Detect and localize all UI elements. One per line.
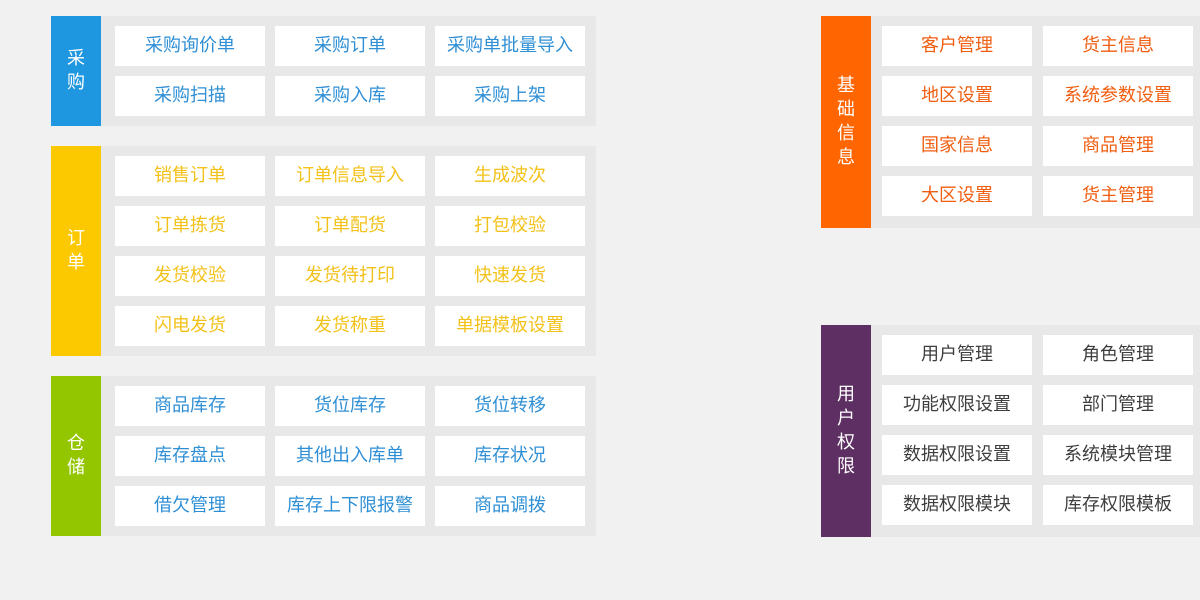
- borrow-management-button[interactable]: 借欠管理: [115, 486, 265, 526]
- purchase-scan-button[interactable]: 采购扫描: [115, 76, 265, 116]
- role-management-button[interactable]: 角色管理: [1043, 335, 1193, 375]
- function-permission-button[interactable]: 功能权限设置: [882, 385, 1032, 425]
- system-params-button[interactable]: 系统参数设置: [1043, 76, 1193, 116]
- purchase-order-button[interactable]: 采购订单: [275, 26, 425, 66]
- customer-management-button[interactable]: 客户管理: [882, 26, 1032, 66]
- user-permission-menu-panel: 用户管理 角色管理 功能权限设置 部门管理 数据权限设置 系统模块管理 数据权限…: [871, 325, 1200, 537]
- inventory-limit-alarm-button[interactable]: 库存上下限报警: [275, 486, 425, 526]
- shipping-print-pending-button[interactable]: 发货待打印: [275, 256, 425, 296]
- storage-group: 仓储 商品库存 货位库存 货位转移 库存盘点 其他出入库单 库存状况 借欠管理 …: [51, 376, 596, 536]
- owner-info-button[interactable]: 货主信息: [1043, 26, 1193, 66]
- order-distribution-button[interactable]: 订单配货: [275, 206, 425, 246]
- purchase-inquiry-button[interactable]: 采购询价单: [115, 26, 265, 66]
- quick-ship-button[interactable]: 快速发货: [435, 256, 585, 296]
- purchase-menu-panel: 采购询价单 采购订单 采购单批量导入 采购扫描 采购入库 采购上架: [101, 16, 596, 126]
- purchase-group: 采购 采购询价单 采购订单 采购单批量导入 采购扫描 采购入库 采购上架: [51, 16, 596, 126]
- system-module-management-button[interactable]: 系统模块管理: [1043, 435, 1193, 475]
- purchase-batch-import-button[interactable]: 采购单批量导入: [435, 26, 585, 66]
- sales-order-button[interactable]: 销售订单: [115, 156, 265, 196]
- location-transfer-button[interactable]: 货位转移: [435, 386, 585, 426]
- product-management-button[interactable]: 商品管理: [1043, 126, 1193, 166]
- order-menu-panel: 销售订单 订单信息导入 生成波次 订单拣货 订单配货 打包校验 发货校验 发货待…: [101, 146, 596, 356]
- inventory-permission-template-button[interactable]: 库存权限模板: [1043, 485, 1193, 525]
- product-inventory-button[interactable]: 商品库存: [115, 386, 265, 426]
- storage-category-label: 仓储: [51, 376, 101, 536]
- order-picking-button[interactable]: 订单拣货: [115, 206, 265, 246]
- document-template-button[interactable]: 单据模板设置: [435, 306, 585, 346]
- order-category-label: 订单: [51, 146, 101, 356]
- shipping-check-button[interactable]: 发货校验: [115, 256, 265, 296]
- purchase-category-label: 采购: [51, 16, 101, 126]
- data-permission-settings-button[interactable]: 数据权限设置: [882, 435, 1032, 475]
- stocktaking-button[interactable]: 库存盘点: [115, 436, 265, 476]
- location-inventory-button[interactable]: 货位库存: [275, 386, 425, 426]
- purchase-shelving-button[interactable]: 采购上架: [435, 76, 585, 116]
- user-permission-category-label: 用户权限: [821, 325, 871, 537]
- order-group: 订单 销售订单 订单信息导入 生成波次 订单拣货 订单配货 打包校验 发货校验 …: [51, 146, 596, 356]
- user-management-button[interactable]: 用户管理: [882, 335, 1032, 375]
- storage-menu-panel: 商品库存 货位库存 货位转移 库存盘点 其他出入库单 库存状况 借欠管理 库存上…: [101, 376, 596, 536]
- pack-check-button[interactable]: 打包校验: [435, 206, 585, 246]
- department-management-button[interactable]: 部门管理: [1043, 385, 1193, 425]
- owner-management-button[interactable]: 货主管理: [1043, 176, 1193, 216]
- data-permission-module-button[interactable]: 数据权限模块: [882, 485, 1032, 525]
- flash-ship-button[interactable]: 闪电发货: [115, 306, 265, 346]
- user-permission-group: 用户权限 用户管理 角色管理 功能权限设置 部门管理 数据权限设置 系统模块管理…: [821, 325, 1200, 537]
- basic-info-menu-panel: 客户管理 货主信息 地区设置 系统参数设置 国家信息 商品管理 大区设置 货主管…: [871, 16, 1200, 228]
- other-in-out-button[interactable]: 其他出入库单: [275, 436, 425, 476]
- purchase-inbound-button[interactable]: 采购入库: [275, 76, 425, 116]
- inventory-status-button[interactable]: 库存状况: [435, 436, 585, 476]
- country-info-button[interactable]: 国家信息: [882, 126, 1032, 166]
- generate-wave-button[interactable]: 生成波次: [435, 156, 585, 196]
- basic-info-group: 基础信息 客户管理 货主信息 地区设置 系统参数设置 国家信息 商品管理 大区设…: [821, 16, 1200, 228]
- ship-weighing-button[interactable]: 发货称重: [275, 306, 425, 346]
- area-settings-button[interactable]: 大区设置: [882, 176, 1032, 216]
- product-transfer-button[interactable]: 商品调拨: [435, 486, 585, 526]
- order-import-button[interactable]: 订单信息导入: [275, 156, 425, 196]
- basic-info-category-label: 基础信息: [821, 16, 871, 228]
- region-settings-button[interactable]: 地区设置: [882, 76, 1032, 116]
